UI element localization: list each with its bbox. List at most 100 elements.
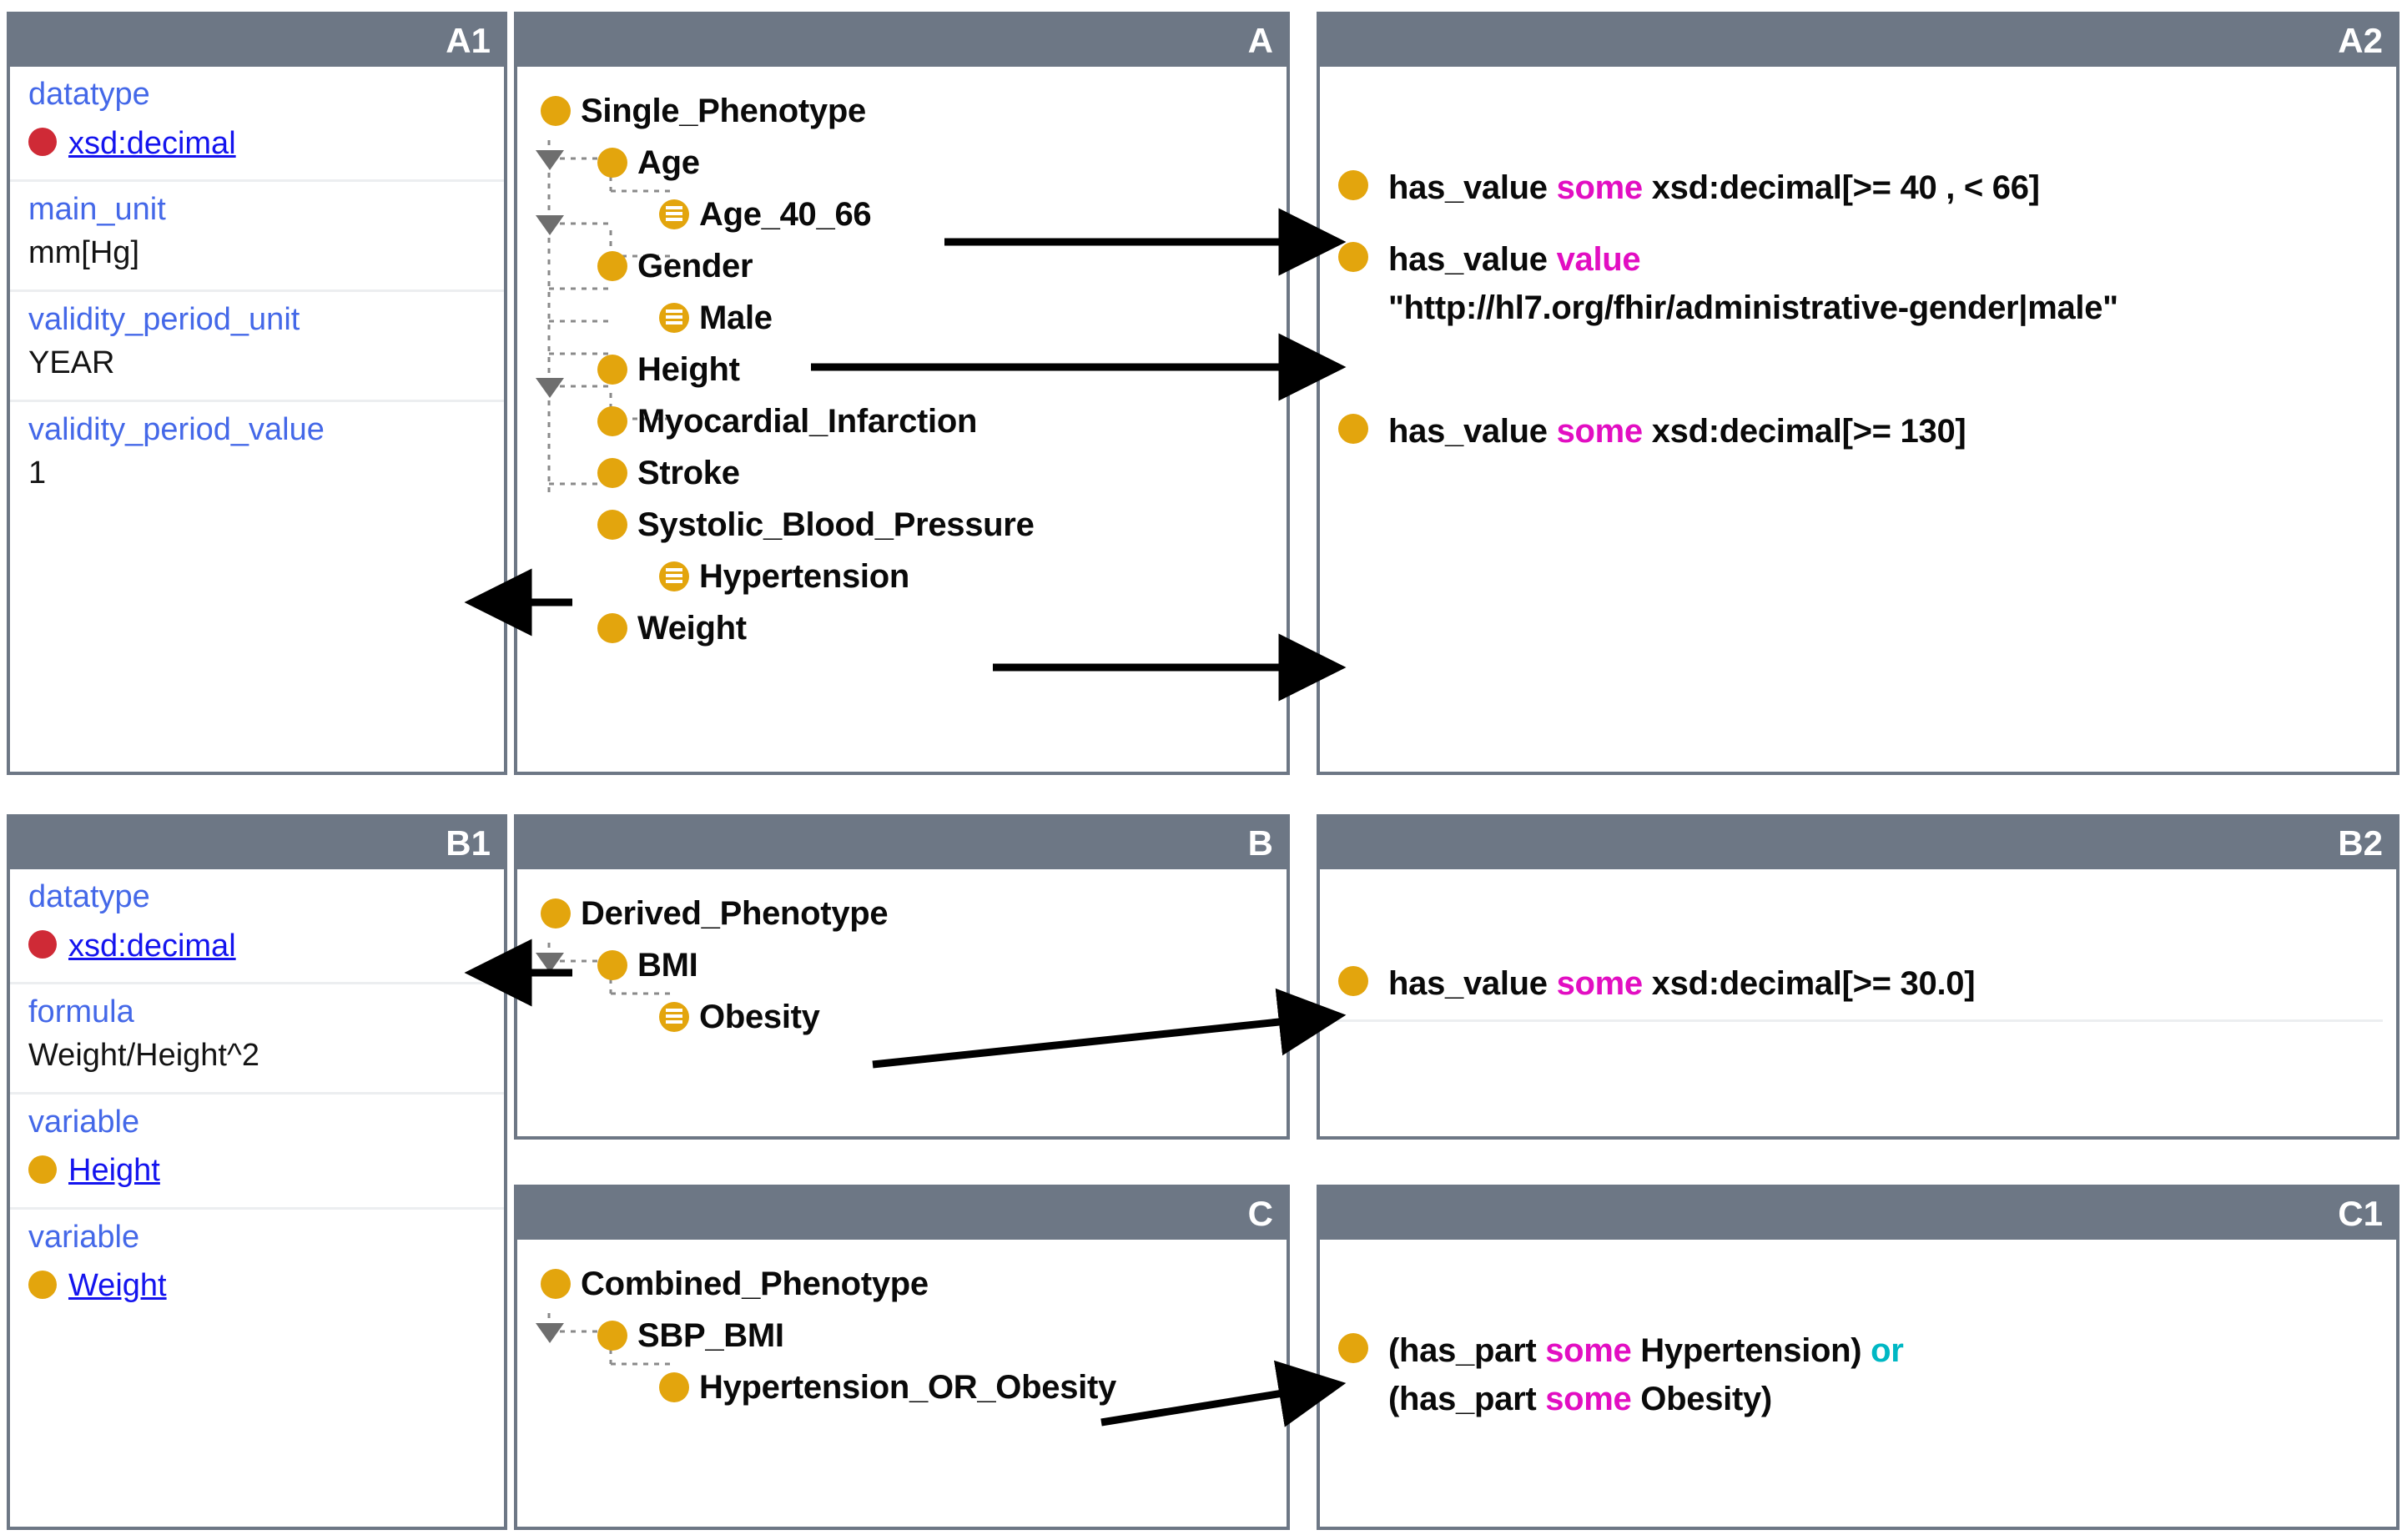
panel-c1: C1 (has_part some Hypertension) or(has_p… <box>1317 1185 2399 1530</box>
tree-node[interactable]: Hypertension_OR_Obesity <box>641 1361 1287 1413</box>
panel-b: B Derived_Phenotype BMI Obesity <box>514 814 1290 1140</box>
class-icon <box>1338 242 1368 272</box>
class-icon <box>659 1372 689 1402</box>
tree-node[interactable]: Weight <box>579 602 1287 654</box>
tree-node[interactable]: Obesity <box>641 991 1287 1043</box>
individual-icon <box>659 303 689 333</box>
class-icon <box>597 613 627 643</box>
tree-node[interactable]: BMI <box>579 939 1287 991</box>
tree-node-label: SBP_BMI <box>637 1316 784 1354</box>
gold-dot-icon <box>28 1155 57 1184</box>
panel-a1-body: datatype xsd:decimal main_unit mm[Hg] va… <box>10 67 504 772</box>
panel-b1-header: B1 <box>10 818 504 869</box>
axiom-row[interactable]: has_value value"http://hl7.org/fhir/admi… <box>1320 235 2396 332</box>
panel-a: A <box>514 12 1290 775</box>
panel-a2-body: has_value some xsd:decimal[>= 40 , < 66]… <box>1320 67 2396 772</box>
panel-b2-label: B2 <box>2338 823 2383 863</box>
tree-node-label: Height <box>637 350 740 388</box>
panel-a1: A1 datatype xsd:decimal main_unit mm[Hg]… <box>7 12 507 775</box>
axiom-row[interactable]: has_value some xsd:decimal[>= 40 , < 66] <box>1320 164 2396 212</box>
metadata-value-row[interactable]: xsd:decimal <box>28 120 486 164</box>
class-icon <box>541 898 571 929</box>
tree-node[interactable]: Age_40_66 <box>641 189 1287 240</box>
metadata-key: validity_period_value <box>28 411 325 447</box>
tree-node-label: Obesity <box>699 998 820 1035</box>
tree-node[interactable]: Age <box>579 137 1287 189</box>
tree-node-label: Male <box>699 299 773 336</box>
metadata-row: validity_period_value 1 <box>10 402 504 510</box>
tree-node[interactable]: Gender <box>579 240 1287 292</box>
axiom-text: has_value some xsd:decimal[>= 40 , < 66] <box>1388 169 2040 206</box>
metadata-value-link[interactable]: xsd:decimal <box>68 928 236 964</box>
metadata-value: mm[Hg] <box>28 235 139 271</box>
panel-b-body: Derived_Phenotype BMI Obesity <box>517 869 1287 1136</box>
tree-node-label: Combined_Phenotype <box>581 1265 929 1302</box>
tree-node-label: Age_40_66 <box>699 195 872 233</box>
metadata-key: datatype <box>28 77 150 112</box>
metadata-value: Weight/Height^2 <box>28 1038 259 1074</box>
panel-b2: B2 has_value some xsd:decimal[>= 30.0] <box>1317 814 2399 1140</box>
class-icon <box>597 355 627 385</box>
panel-b1: B1 datatype xsd:decimal formula Weight/H… <box>7 814 507 1530</box>
class-icon <box>1338 414 1368 444</box>
class-icon <box>597 950 627 980</box>
tree-b: Derived_Phenotype BMI Obesity <box>517 869 1287 1043</box>
metadata-row: validity_period_unit YEAR <box>10 292 504 402</box>
panel-b-label: B <box>1247 823 1273 863</box>
individual-icon <box>659 561 689 591</box>
metadata-value-row[interactable]: Height <box>28 1147 486 1191</box>
class-icon <box>541 1269 571 1299</box>
axiom-row[interactable]: has_value some xsd:decimal[>= 30.0] <box>1320 959 2396 1008</box>
class-icon <box>597 406 627 436</box>
tree-node[interactable]: Derived_Phenotype <box>522 888 1287 939</box>
class-icon <box>597 1321 627 1351</box>
class-icon <box>597 458 627 488</box>
panel-a2-header: A2 <box>1320 15 2396 67</box>
metadata-value-link[interactable]: xsd:decimal <box>68 125 236 161</box>
tree-node[interactable]: Systolic_Blood_Pressure <box>579 499 1287 551</box>
metadata-row: datatype xsd:decimal <box>10 67 504 182</box>
metadata-key: variable <box>28 1219 140 1255</box>
tree-node[interactable]: Myocardial_Infarction <box>579 395 1287 447</box>
metadata-row: datatype xsd:decimal <box>10 869 504 984</box>
class-icon <box>597 510 627 540</box>
axiom-row[interactable]: has_value some xsd:decimal[>= 130] <box>1320 407 2396 455</box>
tree-node[interactable]: Stroke <box>579 447 1287 499</box>
tree-node-label: Systolic_Blood_Pressure <box>637 506 1035 543</box>
individual-icon <box>659 199 689 229</box>
panel-c-body: Combined_Phenotype SBP_BMI Hypertension_… <box>517 1240 1287 1527</box>
tree-node-label: Gender <box>637 247 753 284</box>
tree-node[interactable]: Male <box>641 292 1287 344</box>
metadata-value-link[interactable]: Weight <box>68 1268 167 1304</box>
class-icon <box>1338 170 1368 200</box>
panel-b1-body: datatype xsd:decimal formula Weight/Heig… <box>10 869 504 1527</box>
tree-node[interactable]: Single_Phenotype <box>522 85 1287 137</box>
axiom-text: has_value some xsd:decimal[>= 130] <box>1388 413 1966 450</box>
red-dot-icon <box>28 128 57 157</box>
panel-b2-body: has_value some xsd:decimal[>= 30.0] <box>1320 869 2396 1136</box>
red-dot-icon <box>28 930 57 959</box>
tree-node-label: Hypertension <box>699 557 910 595</box>
tree-node-label: Weight <box>637 609 747 647</box>
panel-b-header: B <box>517 818 1287 869</box>
panel-a-body: Single_Phenotype Age Age_40_66 Gender Ma… <box>517 67 1287 772</box>
panel-a2: A2 has_value some xsd:decimal[>= 40 , < … <box>1317 12 2399 775</box>
tree-node[interactable]: Height <box>579 344 1287 395</box>
tree-node-label: Myocardial_Infarction <box>637 402 978 440</box>
metadata-value: 1 <box>28 455 47 491</box>
metadata-value-row[interactable]: xsd:decimal <box>28 923 486 967</box>
tree-node-label: Single_Phenotype <box>581 92 866 129</box>
tree-node[interactable]: Hypertension <box>641 551 1287 602</box>
metadata-key: main_unit <box>28 191 166 227</box>
tree-node-label: Stroke <box>637 454 740 491</box>
tree-node[interactable]: Combined_Phenotype <box>522 1258 1287 1310</box>
metadata-value-link[interactable]: Height <box>68 1153 160 1189</box>
metadata-value-row[interactable]: Weight <box>28 1262 486 1306</box>
metadata-key: validity_period_unit <box>28 301 300 337</box>
panel-a-label: A <box>1247 21 1273 60</box>
divider <box>1333 1019 2383 1022</box>
panel-c1-label: C1 <box>2338 1194 2383 1233</box>
tree-node[interactable]: SBP_BMI <box>579 1310 1287 1361</box>
axiom-row[interactable]: (has_part some Hypertension) or(has_part… <box>1320 1326 2396 1423</box>
panel-a2-label: A2 <box>2338 21 2383 60</box>
